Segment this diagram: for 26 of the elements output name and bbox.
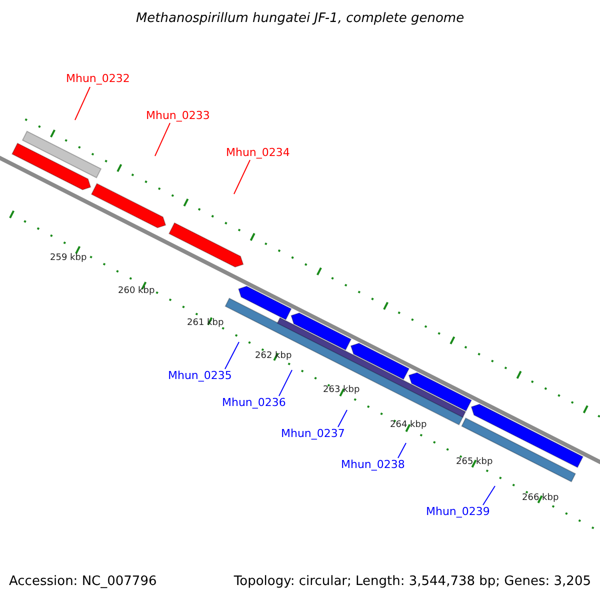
- gene-label: Mhun_0237: [281, 428, 345, 439]
- leader-line: [278, 370, 292, 396]
- scale-label: 263 kbp: [323, 386, 360, 395]
- gene-label: Mhun_0232: [66, 73, 130, 84]
- scale-label: 264 kbp: [390, 421, 427, 430]
- gene-label: Mhun_0234: [226, 147, 290, 158]
- accession-text: Accession: NC_007796: [9, 575, 157, 588]
- leader-line: [338, 410, 348, 428]
- scale-label: 261 kbp: [187, 319, 224, 328]
- leader-line: [482, 486, 496, 506]
- gene-label: Mhun_0235: [168, 370, 232, 381]
- leader-line: [74, 86, 90, 120]
- scale-label: 265 kbp: [456, 458, 493, 467]
- scale-label: 259 kbp: [50, 254, 87, 263]
- gene-label: Mhun_0239: [426, 506, 490, 517]
- gene-label: Mhun_0236: [222, 397, 286, 408]
- title: Methanospirillum hungatei JF-1, complete genome: [134, 12, 466, 25]
- scale-label: 260 kbp: [118, 287, 155, 296]
- gene-label: Mhun_0238: [341, 459, 405, 470]
- gene-label: Mhun_0233: [146, 110, 210, 121]
- leader-line: [154, 122, 170, 156]
- scale-label: 266 kbp: [522, 494, 559, 503]
- leader-line: [398, 442, 406, 458]
- leader-line: [234, 160, 250, 194]
- leader-line: [224, 342, 240, 370]
- topology-text: Topology: circular; Length: 3,544,738 bp; Genes: 3,205: [234, 575, 591, 588]
